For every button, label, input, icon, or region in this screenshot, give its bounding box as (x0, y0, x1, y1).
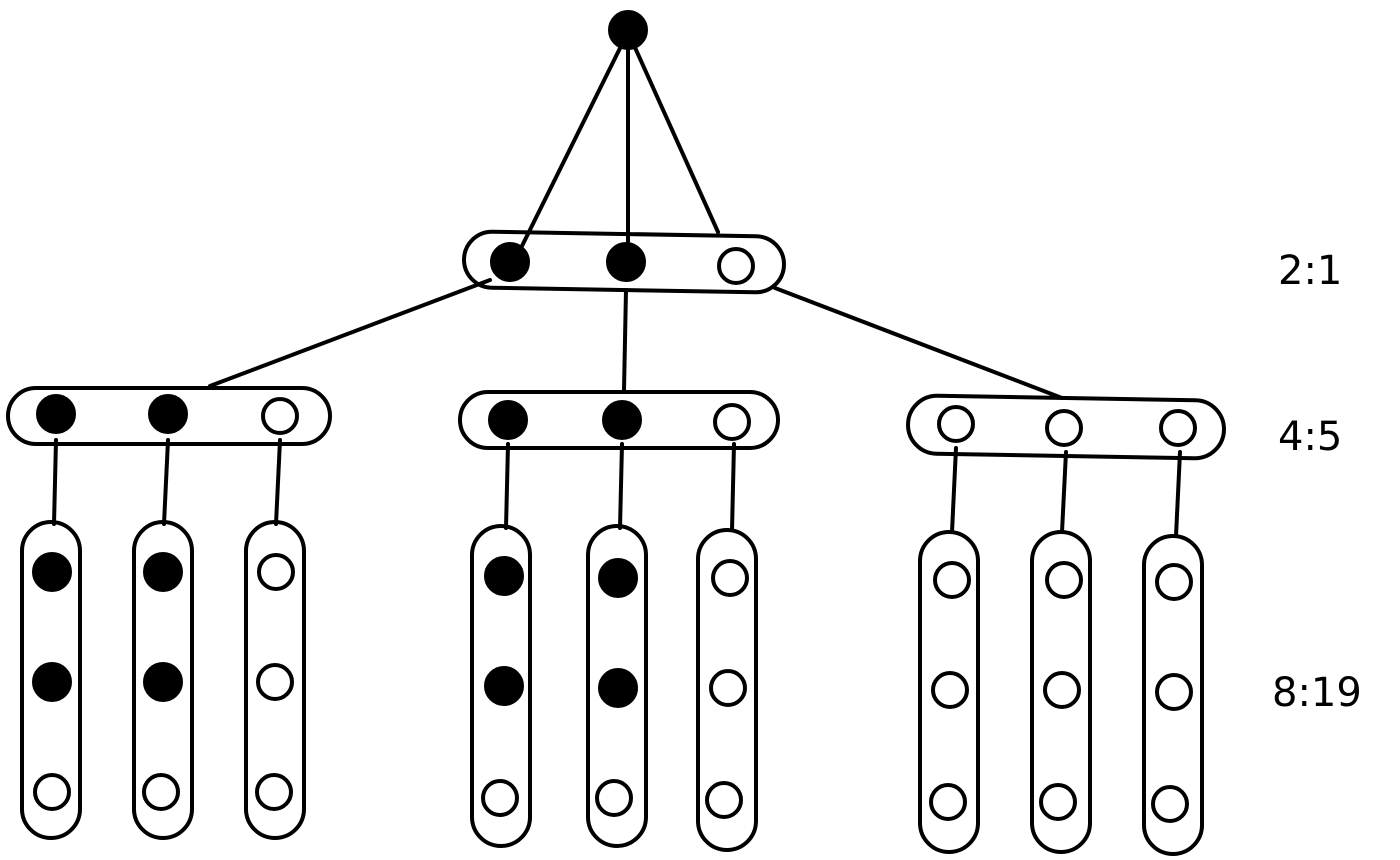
level3-group-4-node-1 (484, 556, 524, 596)
edge-l2-to-l3-5 (618, 442, 624, 530)
edge-l2-to-l3-8 (1060, 450, 1068, 534)
level3-group-3-node-1 (257, 553, 295, 591)
level3-group-8-outline (1030, 530, 1092, 854)
level2-group-2-node-2 (602, 400, 642, 440)
edge-l2-to-l3-4 (504, 442, 510, 530)
level3-group-6-node-2 (709, 669, 747, 707)
level3-group-5-node-2 (598, 668, 638, 708)
level2-group-3-node-1 (937, 405, 975, 443)
level3-group-2-node-3 (142, 773, 180, 811)
level2-group-3-outline (906, 393, 1226, 461)
root-node (608, 10, 648, 50)
level3-group-8 (1030, 530, 1092, 854)
level2-group-2 (458, 390, 780, 450)
level3-group-8-node-2 (1043, 671, 1081, 709)
level3-group-1-outline (20, 520, 82, 840)
level3-group-7-node-2 (931, 671, 969, 709)
edge-l1-to-l2-group-2 (622, 288, 628, 392)
edge-l2-to-l3-1 (52, 438, 58, 526)
level3-group-4-node-3 (481, 779, 519, 817)
level3-group-7-node-3 (929, 783, 967, 821)
level2-edges (52, 438, 1182, 538)
level3-group-3-node-3 (255, 773, 293, 811)
level3-group-1-node-3 (33, 773, 71, 811)
level3-group-7 (918, 530, 980, 854)
level3-group-3-outline (244, 520, 306, 840)
level2-group-1-outline (6, 386, 332, 446)
level2-group-2-node-1 (488, 400, 528, 440)
level3-group-6-node-1 (711, 559, 749, 597)
level2-group-1 (6, 386, 332, 446)
level1-group (462, 229, 786, 295)
level3-group-5-node-1 (598, 558, 638, 598)
level3-group-9-node-3 (1151, 785, 1189, 823)
edge-root-to-l1-node-1 (518, 30, 630, 252)
level3-group-9 (1142, 534, 1204, 856)
level3-group-6-outline (696, 528, 758, 852)
level3-group-8-node-3 (1039, 783, 1077, 821)
level1-node-3 (717, 247, 755, 285)
level3-group-9-outline (1142, 534, 1204, 856)
edge-l1-to-l2-group-3 (773, 286, 1064, 400)
level1-node-1 (490, 242, 530, 282)
edge-l2-to-l3-9 (1174, 450, 1182, 538)
level3-group-2 (132, 520, 194, 840)
level3-group-8-node-1 (1045, 561, 1083, 599)
level3-group-4-outline (470, 524, 532, 848)
level3-group-7-node-1 (933, 561, 971, 599)
level3-group-2-outline (132, 520, 194, 840)
edge-root-to-l1-node-3 (626, 30, 720, 234)
level3-group-5-node-3 (595, 779, 633, 817)
level1-node-2 (606, 242, 646, 282)
level3-group-1 (20, 520, 82, 840)
edge-l2-to-l3-7 (950, 446, 958, 534)
level3-group-4 (470, 524, 532, 848)
ratio-level1: 2:1 (1278, 248, 1342, 294)
level3-group-6-node-3 (705, 781, 743, 819)
edge-l2-to-l3-2 (162, 438, 170, 526)
level1-edges (208, 278, 1064, 400)
level2-group-1-node-2 (148, 394, 188, 434)
root-edges (518, 30, 720, 252)
ratio-level2: 4:5 (1278, 414, 1342, 460)
level3-group-3 (244, 520, 306, 840)
level2-group-3-node-2 (1045, 409, 1083, 447)
level3-group-5 (586, 524, 648, 848)
edge-l2-to-l3-3 (274, 438, 282, 526)
level3-group-2-node-2 (143, 662, 183, 702)
level3-group-4-node-2 (484, 666, 524, 706)
level2-group-3 (906, 393, 1226, 461)
level3-group-2-node-1 (143, 552, 183, 592)
level3-group-3-node-2 (256, 663, 294, 701)
level3-group-9-node-2 (1155, 673, 1193, 711)
level2-group-2-outline (458, 390, 780, 450)
level2-group-3-node-3 (1159, 409, 1197, 447)
level3-group-1-node-1 (32, 552, 72, 592)
level3-group-1-node-2 (32, 662, 72, 702)
level2-group-2-node-3 (713, 403, 751, 441)
level3-group-9-node-1 (1155, 563, 1193, 601)
level2-group-1-node-3 (261, 397, 299, 435)
level3-group-6 (696, 528, 758, 852)
edge-l2-to-l3-6 (730, 442, 736, 532)
level3-group-7-outline (918, 530, 980, 854)
level2-group-1-node-1 (36, 394, 76, 434)
ratio-level3: 8:19 (1272, 670, 1362, 716)
edge-l1-to-l2-group-1 (208, 278, 492, 388)
level1-group-outline (462, 229, 786, 295)
level3-group-5-outline (586, 524, 648, 848)
